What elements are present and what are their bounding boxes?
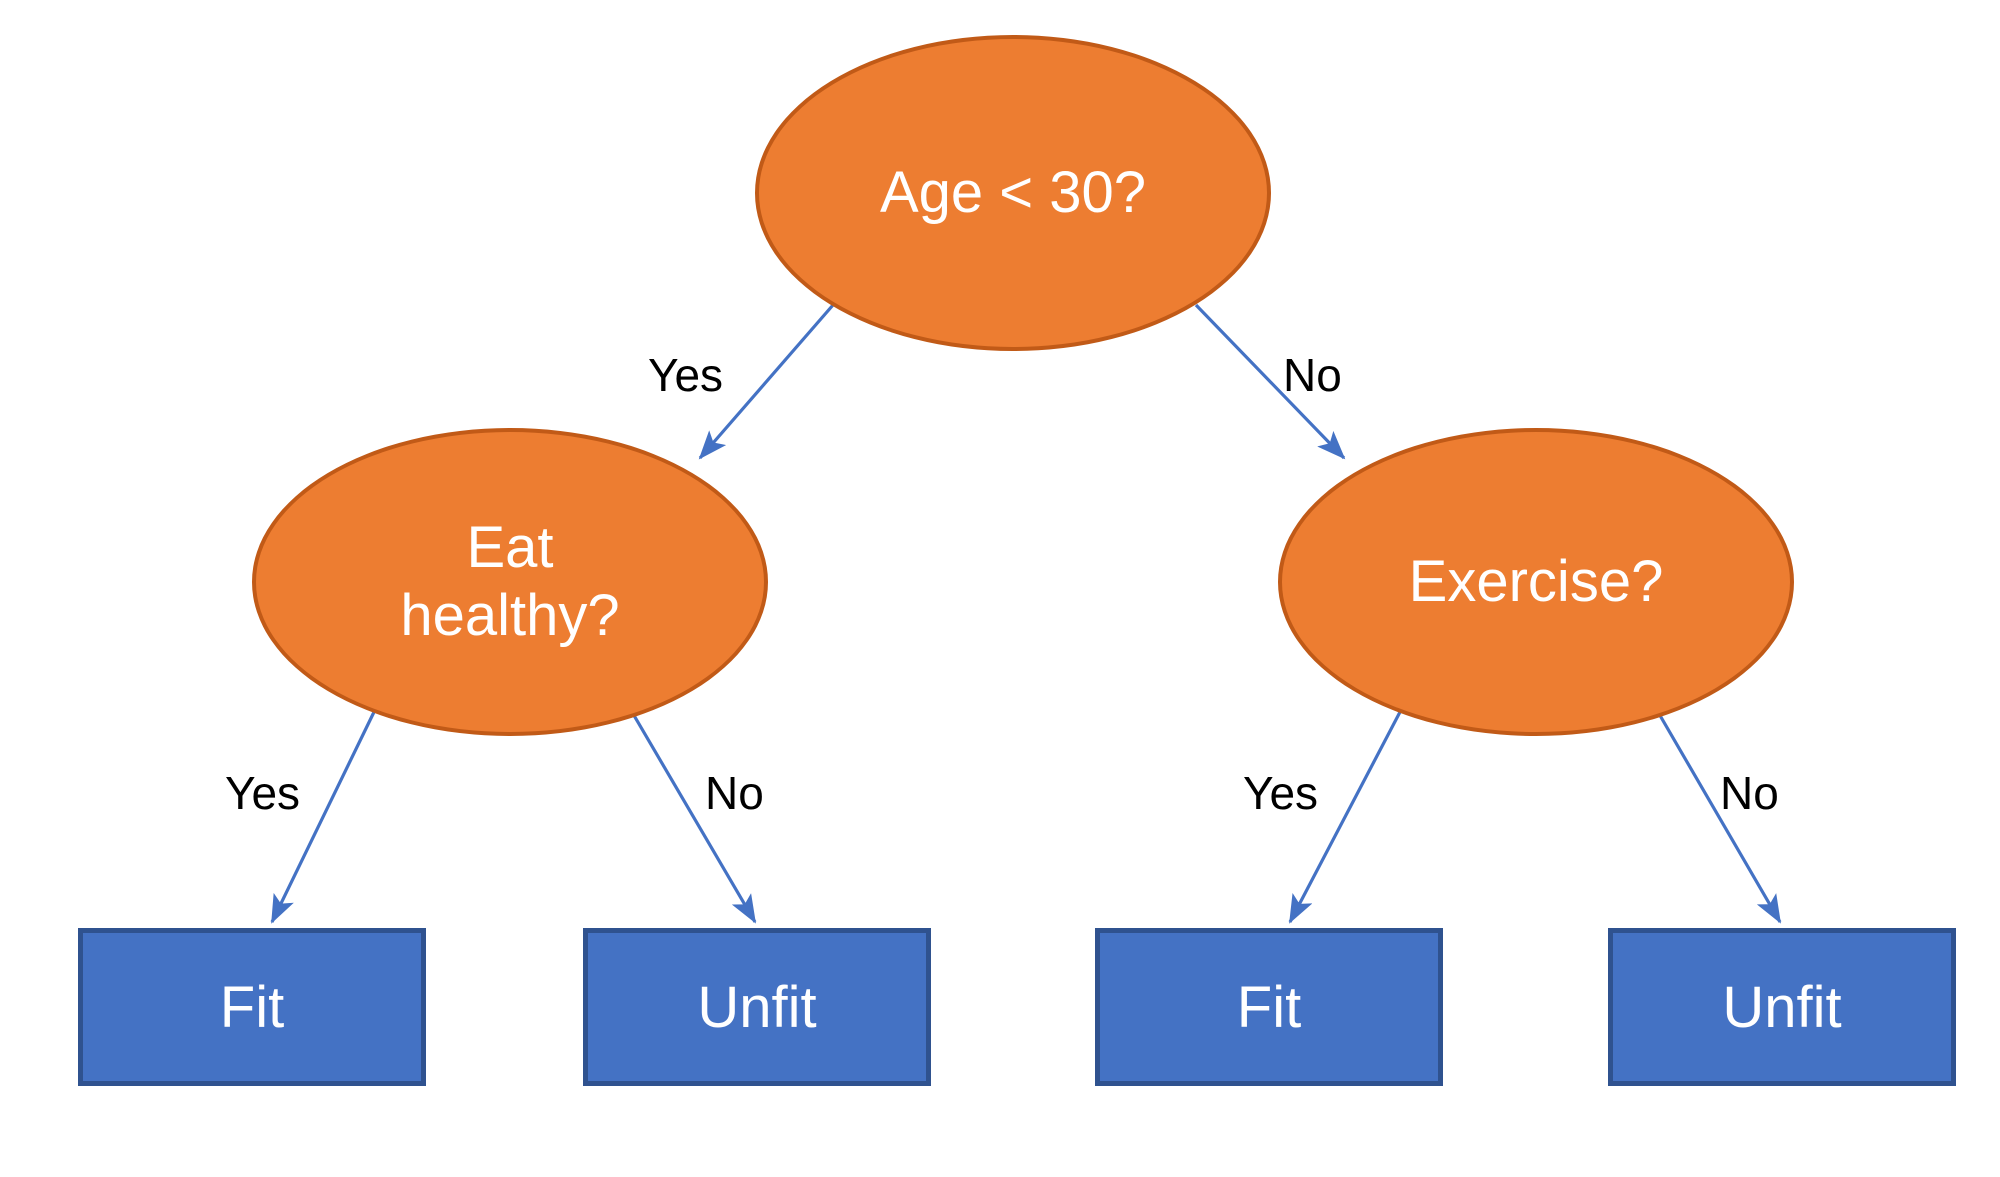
edge-label-root-no: No	[1283, 349, 1342, 401]
edge-label-eat-no: No	[705, 767, 764, 819]
leaf-node-unfit-right[interactable]: Unfit	[1608, 928, 1956, 1086]
edge-label-exercise-no: No	[1720, 767, 1779, 819]
leaf-node-unfit-left[interactable]: Unfit	[583, 928, 931, 1086]
edge-label-eat-yes: Yes	[225, 767, 301, 819]
edge-label-exercise-yes: Yes	[1243, 767, 1319, 819]
decision-node-eat-healthy[interactable]: Eat healthy?	[252, 428, 768, 736]
decision-node-root[interactable]: Age < 30?	[755, 35, 1271, 351]
leaf-node-fit-right[interactable]: Fit	[1095, 928, 1443, 1086]
leaf-node-fit-left[interactable]: Fit	[78, 928, 426, 1086]
edge-label-root-yes: Yes	[648, 349, 724, 401]
decision-node-exercise[interactable]: Exercise?	[1278, 428, 1794, 736]
